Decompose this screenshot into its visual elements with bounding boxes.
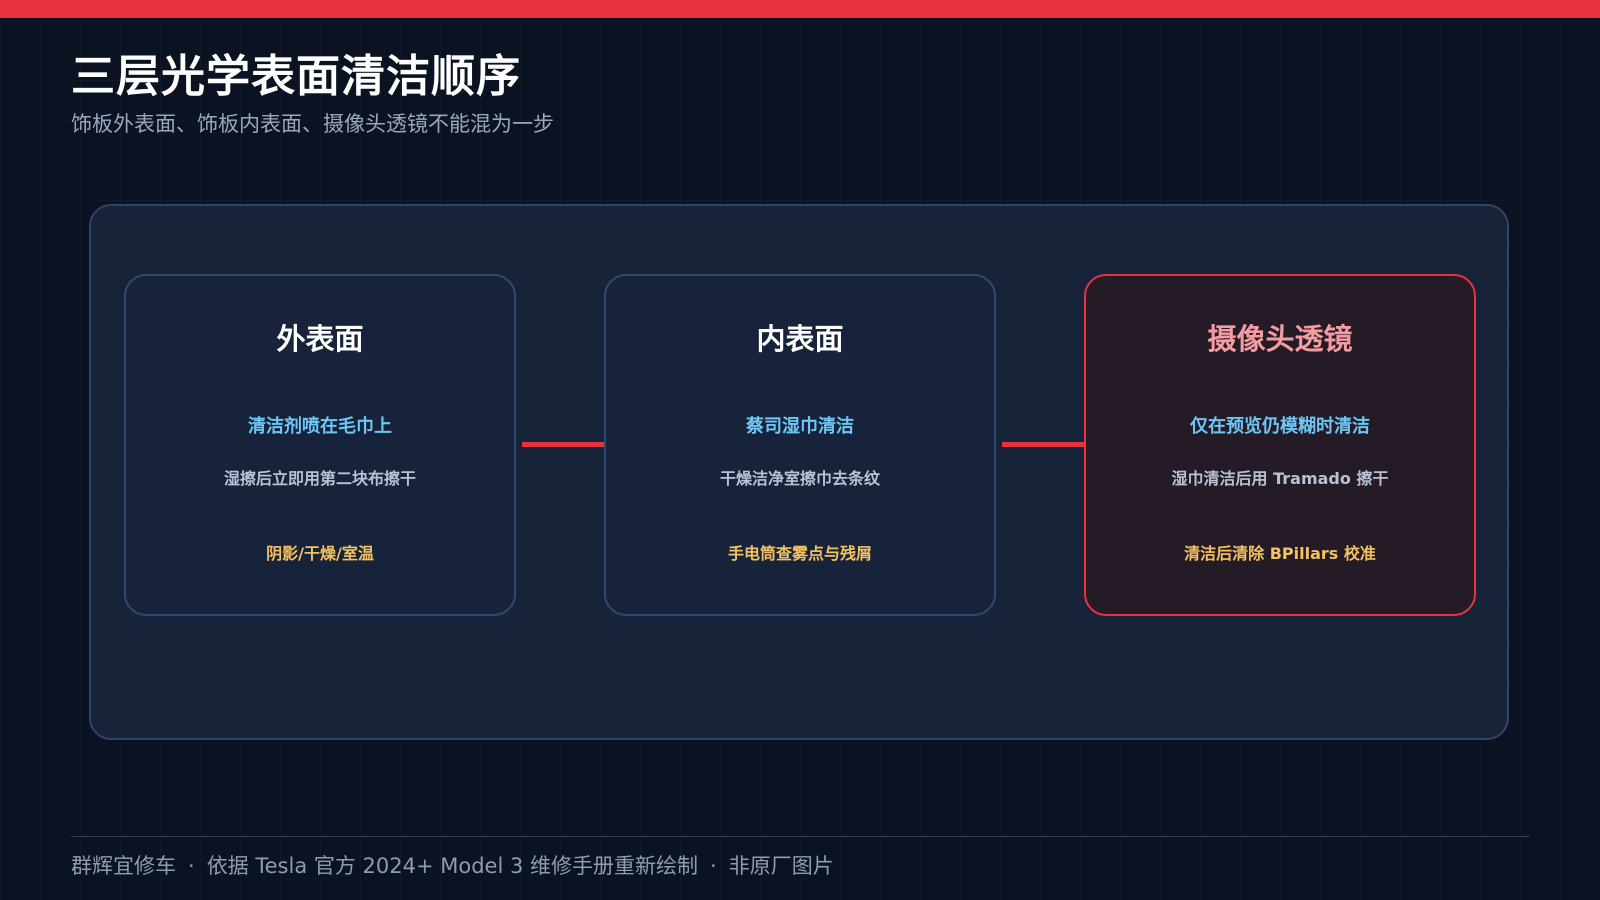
stage-step: 仅在预览仍模糊时清洁 — [1190, 416, 1370, 437]
stage-title: 外表面 — [276, 322, 364, 356]
footer-separator: · — [710, 854, 717, 878]
top-accent-bar — [0, 0, 1600, 18]
stage-note: 手电筒查雾点与残屑 — [727, 544, 872, 563]
stage-card-camera-lens: 摄像头透镜 仅在预览仍模糊时清洁 湿巾清洁后用 Tramado 擦干 清洁后清除… — [1084, 274, 1476, 616]
stage-detail: 干燥洁净室擦巾去条纹 — [719, 469, 880, 488]
stage-note: 清洁后清除 BPillars 校准 — [1184, 544, 1376, 563]
page-title: 三层光学表面清洁顺序 — [71, 51, 521, 102]
stage-detail: 湿巾清洁后用 Tramado 擦干 — [1171, 469, 1389, 488]
footer-separator: · — [188, 854, 195, 878]
stage-card-inner-surface: 内表面 蔡司湿巾清洁 干燥洁净室擦巾去条纹 手电筒查雾点与残屑 — [604, 274, 996, 616]
footer-source: 依据 Tesla 官方 2024+ Model 3 维修手册重新绘制 — [206, 854, 699, 878]
footer-brand: 群辉宜修车 — [71, 854, 176, 878]
footer-divider — [71, 836, 1530, 837]
footer-notice: 非原厂图片 — [728, 854, 834, 878]
connector-arrow-2 — [1002, 442, 1088, 447]
stage-note: 阴影/干燥/室温 — [266, 544, 374, 563]
stage-card-outer-surface: 外表面 清洁剂喷在毛巾上 湿擦后立即用第二块布擦干 阴影/干燥/室温 — [124, 274, 516, 616]
connector-arrow-1 — [522, 442, 608, 447]
page-subtitle: 饰板外表面、饰板内表面、摄像头透镜不能混为一步 — [71, 112, 554, 136]
stage-title: 内表面 — [756, 322, 844, 356]
stage-title: 摄像头透镜 — [1207, 322, 1353, 356]
stage-detail: 湿擦后立即用第二块布擦干 — [223, 469, 416, 488]
stage-step: 蔡司湿巾清洁 — [746, 416, 854, 437]
stage-step: 清洁剂喷在毛巾上 — [248, 416, 392, 437]
footer: 群辉宜修车 · 依据 Tesla 官方 2024+ Model 3 维修手册重新绘制… — [71, 850, 834, 880]
